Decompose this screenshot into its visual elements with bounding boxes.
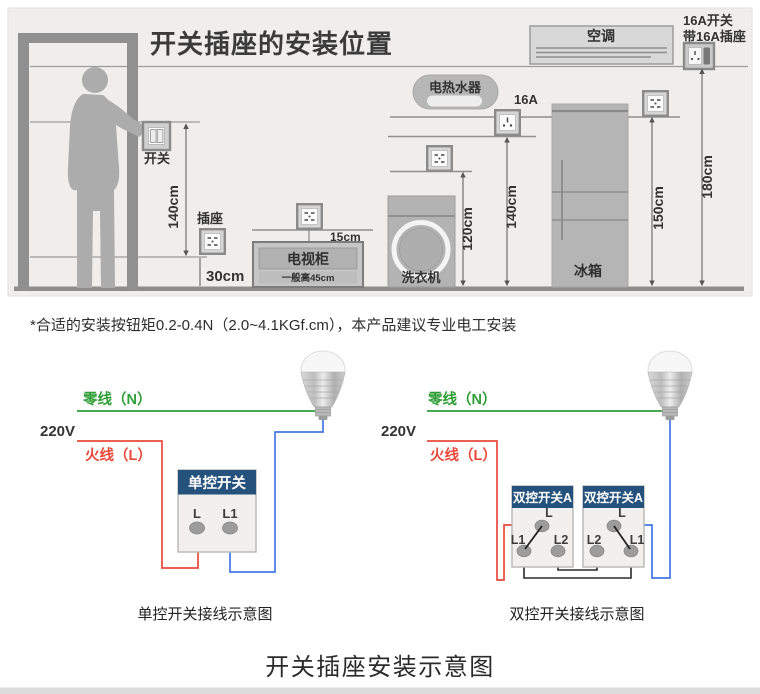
terminal-label-l1: L1 (630, 533, 645, 547)
five-hole-socket-icon (296, 202, 323, 231)
light-bulb-icon (647, 350, 693, 421)
air-conditioner-group: 空调 (529, 25, 674, 65)
terminal-screw-icon (516, 544, 532, 558)
terminal-screw-icon (189, 521, 205, 535)
washer-group: 洗衣机 (387, 144, 472, 288)
switch-height-value: 140cm (165, 185, 181, 229)
switch-rocker-icon (703, 47, 710, 65)
live-wire (77, 440, 199, 569)
live-wire-label: 火线（L） (85, 446, 152, 464)
live-wire (427, 440, 535, 581)
single-control-wiring-diagram: 零线（N） 220V 火线（L） 单控开关 L L1 单控开关接线示意图 (40, 350, 346, 623)
five-hole-socket-icon (426, 144, 453, 173)
switch-rocker-icon (156, 129, 164, 143)
double-control-wiring-diagram: 零线（N） 220V 火线（L） 双控开关A L L1 L2 双控开关A L L… (381, 350, 693, 623)
washer-socket-height-value: 120cm (459, 207, 475, 251)
dimension-washer-socket: 120cm (459, 171, 475, 287)
terminal-screw-icon (222, 521, 238, 535)
double-control-caption: 双控开关接线示意图 (509, 605, 644, 623)
fridge-group: 冰箱 (551, 89, 669, 288)
wall-socket: 插座 (197, 211, 227, 256)
water-heater-label: 电热水器 (429, 80, 482, 95)
ac-socket-label-line2: 带16A插座 (683, 29, 746, 44)
dimension-ac-socket: 180cm (699, 68, 715, 287)
voltage-label: 220V (381, 423, 416, 440)
fridge-label: 冰箱 (574, 263, 602, 279)
double-switch-box-b: 双控开关A L L2 L1 (582, 485, 645, 568)
door-frame (18, 33, 138, 291)
load-wire (229, 420, 324, 573)
neutral-wire-label: 零线（N） (427, 390, 496, 408)
heater-socket-height-value: 140cm (503, 185, 519, 229)
door-switch: 开关 (141, 120, 172, 166)
terminal-label-l: L (193, 506, 201, 521)
heater-socket-rating: 16A (514, 92, 538, 107)
switch-box-title: 单控开关 (188, 474, 246, 492)
switch-box-title: 双控开关A (583, 490, 643, 505)
voltage-label: 220V (40, 423, 75, 440)
page-title: 开关插座安装示意图 (265, 654, 495, 681)
person-silhouette (67, 67, 146, 288)
tv-gap-value: 15cm (330, 230, 361, 244)
washer-label: 洗衣机 (401, 270, 440, 285)
dimension-socket-height: 30cm (199, 258, 244, 286)
terminal-label-l: L (618, 506, 626, 520)
live-wire-label: 火线（L） (430, 446, 497, 464)
switch-lever (613, 525, 631, 550)
air-conditioner-label: 空调 (587, 28, 615, 44)
terminal-label-l2: L2 (554, 533, 569, 547)
terminal-label-l1: L1 (222, 506, 237, 521)
tv-cabinet-group: 15cm 电视柜 一般高45cm (252, 202, 373, 288)
dimension-fridge-socket: 150cm (649, 116, 666, 287)
terminal-screw-icon (623, 544, 639, 558)
ac-socket-group: 16A开关 带16A插座 (682, 13, 746, 71)
neutral-wire-label: 零线（N） (82, 390, 151, 408)
single-control-caption: 单控开关接线示意图 (137, 605, 272, 623)
switch-rocker-icon (150, 129, 157, 143)
switch-lever (524, 525, 543, 550)
fridge-socket-height-value: 150cm (650, 186, 666, 230)
installation-note: *合适的安装按钮矩0.2-0.4N（2.0~4.1KGf.cm），本产品建议专业… (30, 317, 516, 334)
terminal-screw-icon (589, 544, 605, 558)
ac-socket-label-line1: 16A开关 (683, 13, 733, 28)
room-scene: 开关插座的安装位置 开关 140cm 插座 30cm 15cm (7, 7, 753, 297)
water-heater-group: 电热水器 16A (388, 74, 680, 138)
dimension-heater-socket: 140cm (503, 136, 519, 287)
dimension-switch-height: 140cm (165, 123, 189, 257)
socket-label: 插座 (197, 211, 223, 226)
socket-height-value: 30cm (206, 268, 244, 285)
five-hole-socket-icon (642, 89, 669, 118)
terminal-screw-icon (550, 544, 566, 558)
double-switch-box-a: 双控开关A L L1 L2 (511, 485, 574, 568)
floor-line (14, 286, 744, 291)
terminal-label-l: L (545, 506, 553, 520)
bottom-strip (0, 687, 760, 694)
scene-title: 开关插座的安装位置 (150, 29, 393, 59)
tv-cabinet-note: 一般高45cm (282, 272, 335, 284)
ac-socket-height-value: 180cm (699, 155, 715, 199)
terminal-label-l1: L1 (511, 533, 526, 547)
switch-label: 开关 (144, 151, 170, 166)
five-hole-socket-icon (198, 227, 227, 256)
switch-box-title: 双控开关A (512, 490, 572, 505)
light-bulb-icon (300, 350, 346, 421)
terminal-label-l2: L2 (587, 533, 602, 547)
tv-cabinet-label: 电视柜 (287, 251, 329, 267)
three-pin-socket-icon (494, 108, 521, 137)
single-control-switch-box: 单控开关 L L1 (177, 469, 257, 553)
